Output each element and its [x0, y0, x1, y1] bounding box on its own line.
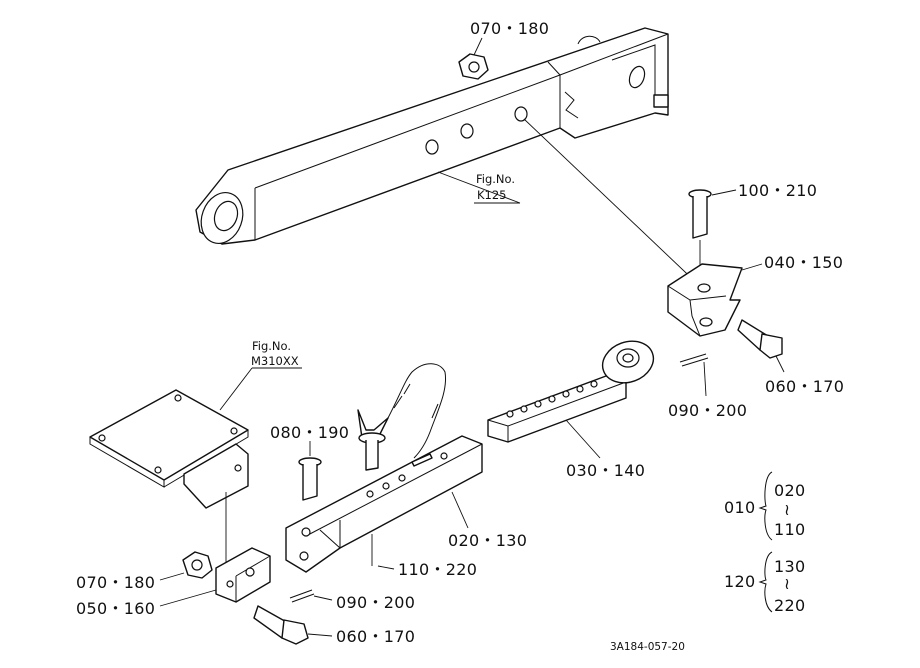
callout-bolt-bottom: 060・170 [336, 627, 415, 646]
alignment-line [523, 118, 704, 290]
legend-group-a: 010 020 ≀ 110 [724, 471, 805, 541]
legend-b-to: 220 [774, 596, 805, 615]
legend-a-from: 020 [774, 481, 805, 500]
clevis-part [159, 547, 271, 607]
callout-chain-pin: 110・220 [398, 560, 477, 579]
callout-bracket: 040・150 [764, 253, 843, 272]
legend-a-to: 110 [774, 520, 805, 539]
nut-bottom-part [159, 551, 213, 581]
leader-chain-pin [377, 565, 395, 570]
hitch-plate-part [89, 367, 302, 575]
figno-k125: Fig.No. K125 [437, 171, 521, 204]
outer-tube-part [285, 435, 483, 573]
callout-cotter-right: 090・200 [668, 401, 747, 420]
legend-b-from: 130 [774, 557, 805, 576]
nut-top-part [458, 37, 489, 80]
figno-m310-title: Fig.No. [252, 339, 291, 353]
legend-group-b: 120 130 ≀ 220 [724, 551, 805, 615]
chain-pin-part [357, 363, 447, 566]
bolt-bottom-part [253, 605, 333, 645]
callout-clevis: 050・160 [76, 599, 155, 618]
callout-nut-top: 070・180 [470, 19, 549, 38]
callout-cotter-bottom: 090・200 [336, 593, 415, 612]
legend-a-code: 010 [724, 498, 755, 517]
legend-a-range: ≀ [784, 500, 790, 519]
pin-left-part [298, 441, 322, 501]
legend-b-code: 120 [724, 572, 755, 591]
bracket-part [667, 263, 763, 337]
legend-b-range: ≀ [784, 574, 790, 593]
cotter-right-part [679, 353, 709, 397]
figno-k125-title: Fig.No. [476, 172, 515, 186]
figno-m310-value: M310XX [251, 354, 299, 368]
figno-k125-value: K125 [477, 188, 507, 202]
bolt-right-part [737, 319, 785, 373]
inner-rod-part [487, 340, 655, 459]
cotter-bottom-part [289, 589, 333, 603]
drawing-code: 3A184-057-20 [610, 641, 685, 653]
callout-tube: 020・130 [448, 531, 527, 550]
callout-nut-bottom: 070・180 [76, 573, 155, 592]
lower-link-arm [195, 27, 669, 245]
callout-bolt-right: 060・170 [765, 377, 844, 396]
callout-pin-left: 080・190 [270, 423, 349, 442]
callout-pin-top: 100・210 [738, 181, 817, 200]
callout-rod-inner: 030・140 [566, 461, 645, 480]
